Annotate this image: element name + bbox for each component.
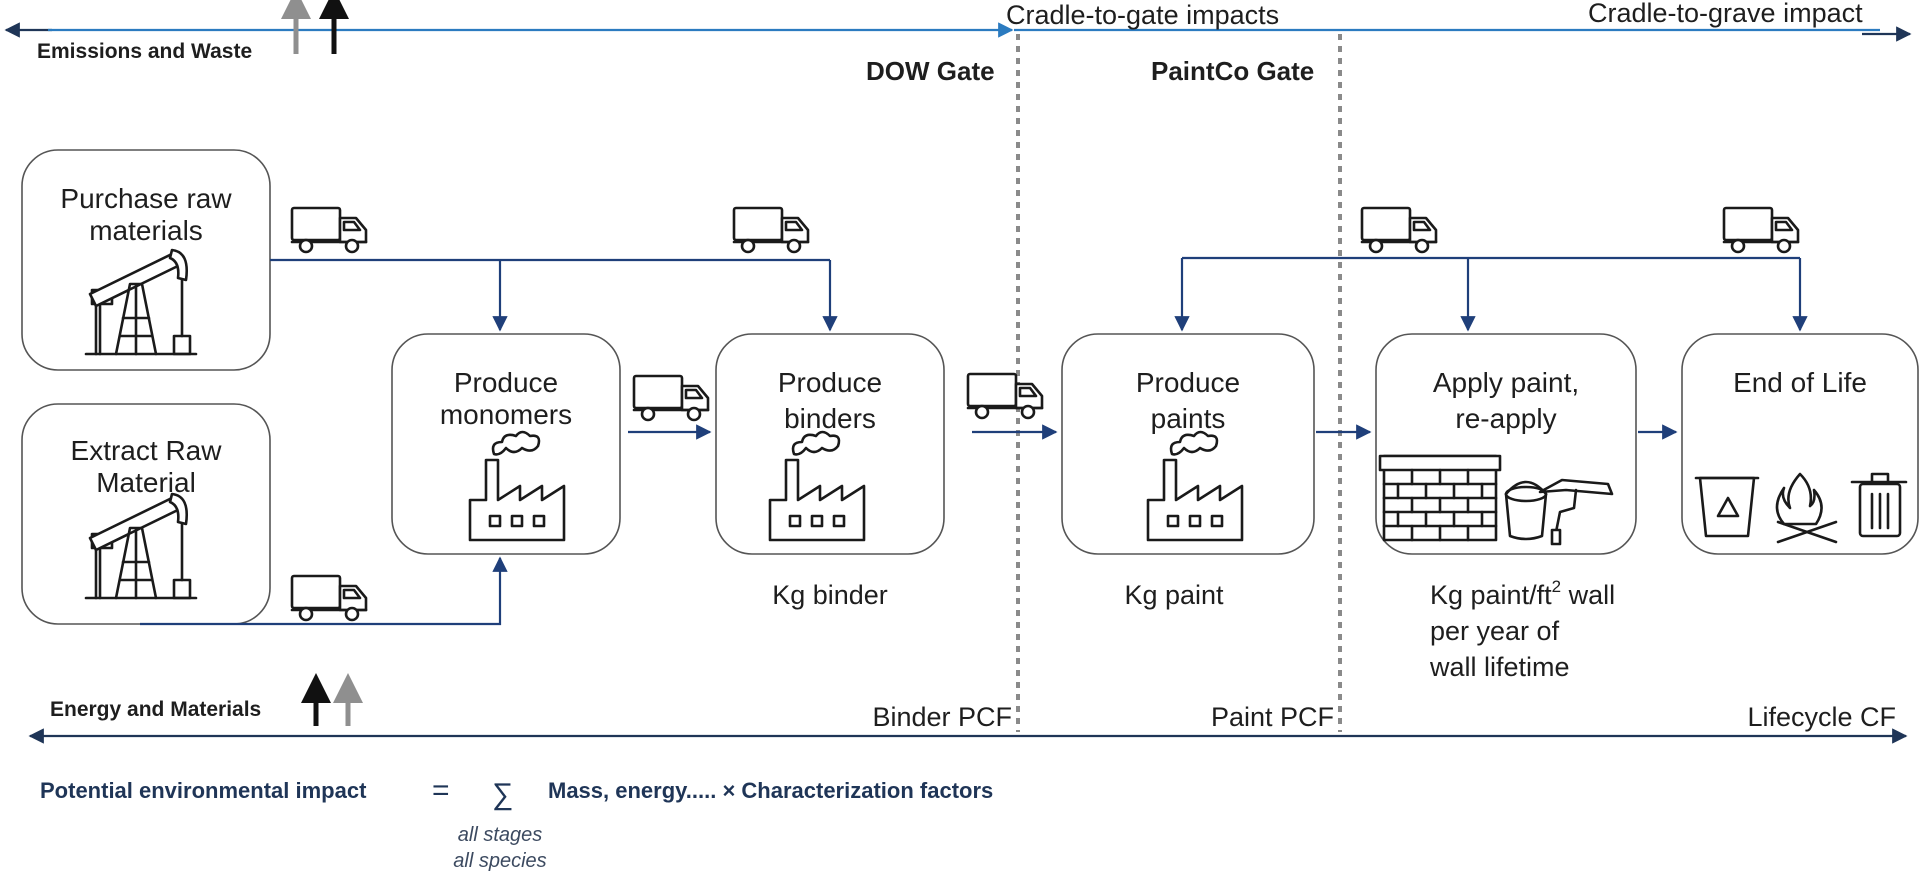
- extract-to-monomers-arrow: [140, 556, 508, 626]
- eol-label-line1: End of Life: [1733, 367, 1867, 398]
- extract-label-line1: Extract Raw: [71, 435, 223, 466]
- unit-paint: Kg paint: [1124, 580, 1224, 610]
- purchase-label-line1: Purchase raw: [60, 183, 232, 214]
- apply-label-line2: re-apply: [1455, 403, 1556, 434]
- summation-icon: ∑: [492, 778, 513, 811]
- stage-produce-paints: Produce paints: [1061, 333, 1315, 555]
- stage-apply-paint: Apply paint, re-apply: [1375, 333, 1637, 555]
- top-arrow-bar: [4, 22, 1912, 42]
- formula-sub-species: all species: [453, 850, 546, 872]
- lifecycle-cf-label: Lifecycle CF: [1747, 702, 1896, 732]
- stage-end-of-life: End of Life: [1681, 333, 1919, 555]
- binder-pcf-label: Binder PCF: [872, 702, 1012, 732]
- truck-icon: [290, 574, 368, 622]
- formula-lhs: Potential environmental impact: [40, 778, 367, 803]
- energy-up-arrows: [301, 673, 363, 726]
- apply-label-line1: Apply paint,: [1433, 367, 1579, 398]
- recycle-bin-icon: [1694, 476, 1760, 538]
- stage-purchase-raw-materials: Purchase raw materials: [21, 149, 271, 371]
- stage-extract-raw-material: Extract Raw Material: [21, 403, 271, 625]
- binders-label-line2: binders: [784, 403, 876, 434]
- brick-wall-icon: [1378, 454, 1502, 542]
- unit-binder: Kg binder: [772, 580, 888, 610]
- truck-icon: [1360, 206, 1438, 254]
- paints-label-line2: paints: [1151, 403, 1226, 434]
- formula-rhs: Mass, energy..... × Characterization fac…: [548, 778, 993, 803]
- emissions-label: Emissions and Waste: [37, 40, 252, 63]
- dow-gate-label: DOW Gate: [866, 56, 995, 86]
- emissions-up-arrows: [281, 0, 349, 54]
- truck-icon: [966, 372, 1044, 420]
- fire-icon: [1775, 472, 1838, 544]
- stage-produce-binders: Produce binders: [715, 333, 945, 555]
- paint-can-roller-icon: [1504, 478, 1614, 546]
- formula-sub-stages: all stages: [458, 824, 543, 846]
- unit-wall-line1: Kg paint/ft2 wall: [1430, 577, 1615, 610]
- truck-icon: [732, 206, 810, 254]
- cradle-to-gate-label: Cradle-to-gate impacts: [1006, 0, 1279, 30]
- binders-label-line1: Produce: [778, 367, 882, 398]
- extract-label-line2: Material: [96, 467, 196, 498]
- unit-wall-line3: wall lifetime: [1429, 652, 1570, 682]
- formula-equals: =: [432, 774, 450, 807]
- trash-can-icon: [1850, 472, 1908, 538]
- cradle-to-grave-label: Cradle-to-grave impact: [1588, 0, 1863, 28]
- monomers-label-line2: monomers: [440, 399, 572, 430]
- material-flows: [140, 256, 1808, 626]
- monomers-label-line1: Produce: [454, 367, 558, 398]
- paints-label-line1: Produce: [1136, 367, 1240, 398]
- purchase-label-line2: materials: [89, 215, 203, 246]
- truck-icon: [290, 206, 368, 254]
- paint-pcf-label: Paint PCF: [1211, 702, 1334, 732]
- truck-icon: [632, 374, 710, 422]
- unit-wall-line2: per year of: [1430, 616, 1560, 646]
- energy-label: Energy and Materials: [50, 698, 261, 721]
- paintco-gate-label: PaintCo Gate: [1151, 56, 1314, 86]
- truck-icon: [1722, 206, 1800, 254]
- stage-produce-monomers: Produce monomers: [391, 333, 621, 555]
